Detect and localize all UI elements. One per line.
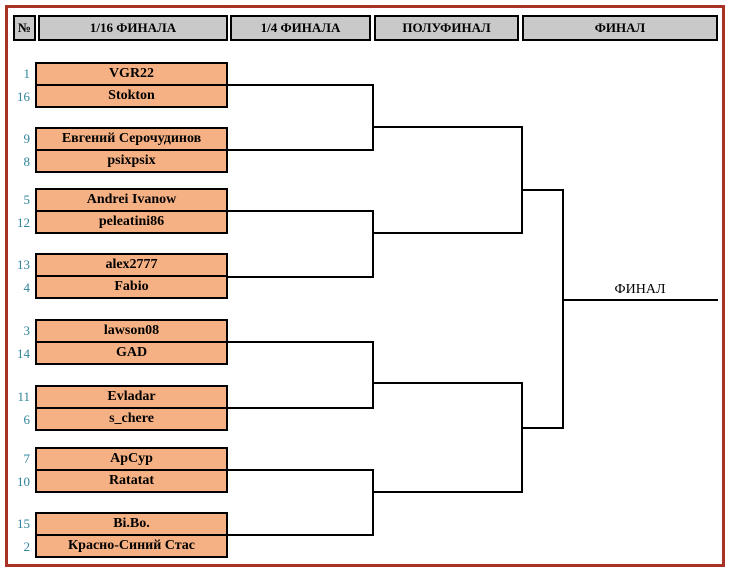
player-name-box: Evladar: [107, 389, 156, 404]
match-6: 11 6 Evladar s_chere: [8, 385, 228, 431]
match-1: 1 16 VGR22 Stokton: [8, 62, 228, 108]
seed-number: 6: [23, 412, 31, 427]
player-name-box: Fabio: [37, 275, 226, 297]
bracket-line: [521, 126, 523, 234]
match-3: 5 12 Andrei Ivanow peleatini86: [8, 188, 228, 234]
bracket-line: [228, 210, 374, 212]
player-name-box: Красно-Синий Стас: [37, 534, 226, 556]
seed-number: 14: [17, 346, 30, 361]
bracket-line: [521, 427, 564, 429]
bracket-line: [228, 149, 374, 151]
player-name-box: ApCyp: [110, 451, 153, 466]
player-name-box: peleatini86: [37, 210, 226, 232]
player-name-box: Bi.Bo.: [113, 516, 150, 531]
match-pair-box: VGR22 Stokton: [35, 62, 228, 108]
match-pair-box: Bi.Bo. Красно-Синий Стас: [35, 512, 228, 558]
seed-number: 9: [23, 131, 31, 146]
player-name-box: VGR22: [108, 66, 155, 81]
bracket-line: [521, 189, 564, 191]
seed-number: 11: [17, 389, 30, 404]
seed-number: 8: [23, 154, 31, 169]
seed-number: 12: [17, 215, 30, 230]
seed-number: 5: [23, 192, 31, 207]
bracket-line: [228, 469, 374, 471]
bracket-line: [372, 210, 374, 278]
match-pair-box: ApCyp Ratatat: [35, 447, 228, 493]
player-name-box: s_chere: [37, 407, 226, 429]
seed-number: 13: [17, 257, 30, 272]
match-4: 13 4 alex2777 Fabio: [8, 253, 228, 299]
header-cell-quarterfinal: 1/4 ФИНАЛА: [230, 15, 371, 41]
bracket-line: [228, 276, 374, 278]
seed-number: 3: [23, 323, 31, 338]
bracket-line: [228, 341, 374, 343]
bracket-line: [372, 491, 523, 493]
seed-number: 15: [17, 516, 30, 531]
bracket-line: [372, 469, 374, 536]
seed-number: 7: [23, 451, 31, 466]
bracket-line: [228, 534, 374, 536]
match-8: 15 2 Bi.Bo. Красно-Синий Стас: [8, 512, 228, 558]
seed-number: 16: [17, 89, 30, 104]
player-name-box: Ratatat: [37, 469, 226, 491]
player-name-box: Andrei Ivanow: [86, 192, 177, 207]
player-name-box: lawson08: [103, 323, 160, 338]
match-pair-box: Andrei Ivanow peleatini86: [35, 188, 228, 234]
player-name-box: Stokton: [37, 84, 226, 106]
header-cell-number: №: [13, 15, 36, 41]
bracket-line: [372, 382, 523, 384]
header-cell-final: ФИНАЛ: [522, 15, 718, 41]
match-2: 9 8 Евгений Серочудинов psixpsix: [8, 127, 228, 173]
bracket-line: [372, 84, 374, 151]
bracket-frame: [5, 5, 725, 567]
seed-number: 2: [23, 539, 31, 554]
match-pair-box: lawson08 GAD: [35, 319, 228, 365]
seed-number: 4: [23, 280, 31, 295]
final-line: [562, 299, 718, 301]
bracket-line: [228, 407, 374, 409]
match-pair-box: alex2777 Fabio: [35, 253, 228, 299]
match-5: 3 14 lawson08 GAD: [8, 319, 228, 365]
bracket-line: [372, 341, 374, 409]
bracket-line: [228, 84, 374, 86]
bracket-line: [372, 126, 523, 128]
match-pair-box: Евгений Серочудинов psixpsix: [35, 127, 228, 173]
player-name-box: alex2777: [105, 257, 158, 272]
seed-number: 1: [23, 66, 31, 81]
player-name-box: Евгений Серочудинов: [61, 131, 202, 146]
bracket-line: [562, 189, 564, 429]
seed-number: 10: [17, 474, 30, 489]
header-cell-round-of-16: 1/16 ФИНАЛА: [38, 15, 228, 41]
player-name-box: GAD: [37, 341, 226, 363]
bracket-line: [372, 232, 523, 234]
match-pair-box: Evladar s_chere: [35, 385, 228, 431]
match-7: 7 10 ApCyp Ratatat: [8, 447, 228, 493]
bracket-line: [521, 382, 523, 493]
player-name-box: psixpsix: [37, 149, 226, 171]
final-label: ФИНАЛ: [614, 282, 666, 297]
header-cell-semifinal: ПОЛУФИНАЛ: [374, 15, 519, 41]
